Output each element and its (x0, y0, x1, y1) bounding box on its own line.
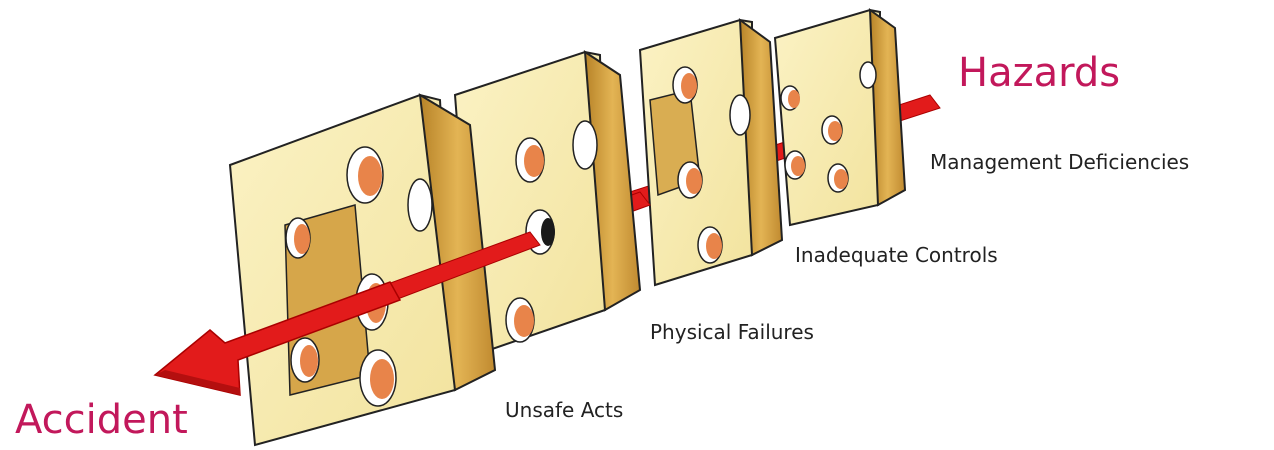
cheese-slice-management (775, 10, 905, 225)
cheese-slice-controls (640, 20, 782, 285)
inadequate-controls-label: Inadequate Controls (795, 243, 998, 267)
physical-failures-label: Physical Failures (650, 320, 814, 344)
hazards-label: Hazards (958, 50, 1120, 96)
management-deficiencies-label: Management Deficiencies (930, 150, 1189, 174)
unsafe-acts-label: Unsafe Acts (505, 398, 623, 422)
accident-label: Accident (15, 397, 188, 443)
